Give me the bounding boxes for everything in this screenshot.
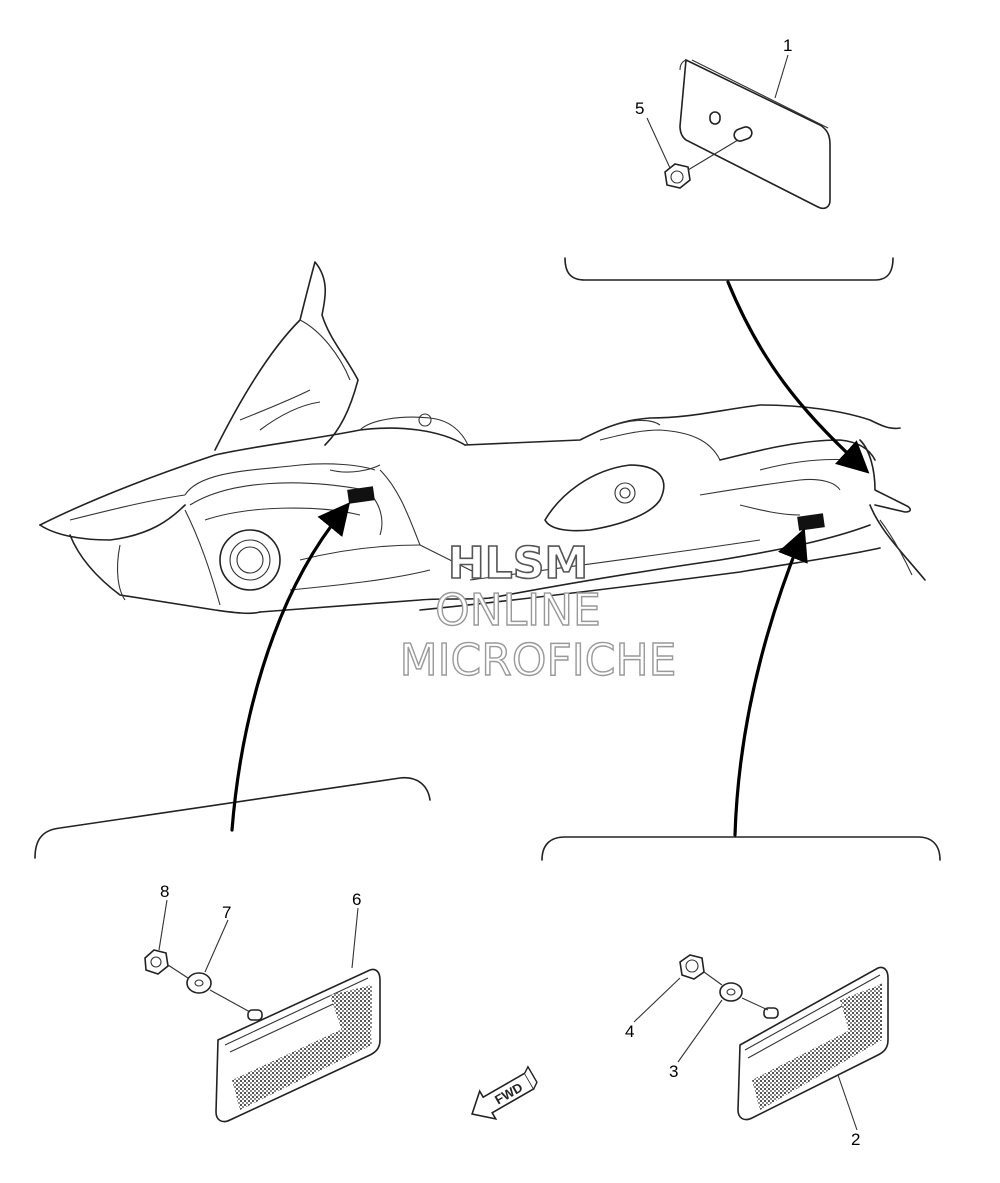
callout-6: 6	[352, 890, 361, 909]
part-6-reflector	[215, 968, 381, 1123]
reflector-location-front	[347, 486, 375, 504]
part-5-nut	[664, 139, 739, 189]
callout-4: 4	[625, 1022, 634, 1041]
watermark-line2: ONLINE	[435, 585, 601, 636]
part-1-plate	[679, 58, 831, 210]
callout-5: 5	[635, 99, 644, 118]
part-7-washer	[186, 972, 251, 1013]
fwd-arrow-icon: FWD	[471, 1065, 538, 1120]
part-3-washer	[719, 982, 769, 1011]
bracket-top	[564, 257, 894, 281]
reflector-location-rear	[797, 513, 825, 531]
part-2-reflector	[737, 966, 889, 1121]
watermark-line3: MICROFICHE	[400, 635, 677, 686]
leader-arrow-2	[733, 528, 808, 837]
part-4-nut	[679, 954, 723, 986]
bracket-left	[34, 776, 431, 859]
callout-3: 3	[669, 1062, 678, 1081]
callout-2: 2	[851, 1130, 860, 1149]
callout-lines	[158, 54, 858, 1131]
callout-7: 7	[222, 903, 231, 922]
callout-8: 8	[160, 882, 169, 901]
bracket-right	[541, 836, 941, 861]
snowmobile-outline	[39, 261, 926, 615]
leader-arrow-1	[726, 280, 870, 474]
callout-1: 1	[783, 36, 792, 55]
watermark-line1: HLSM	[448, 538, 588, 589]
leader-arrow-6	[230, 502, 351, 832]
part-8-nut	[144, 949, 189, 979]
